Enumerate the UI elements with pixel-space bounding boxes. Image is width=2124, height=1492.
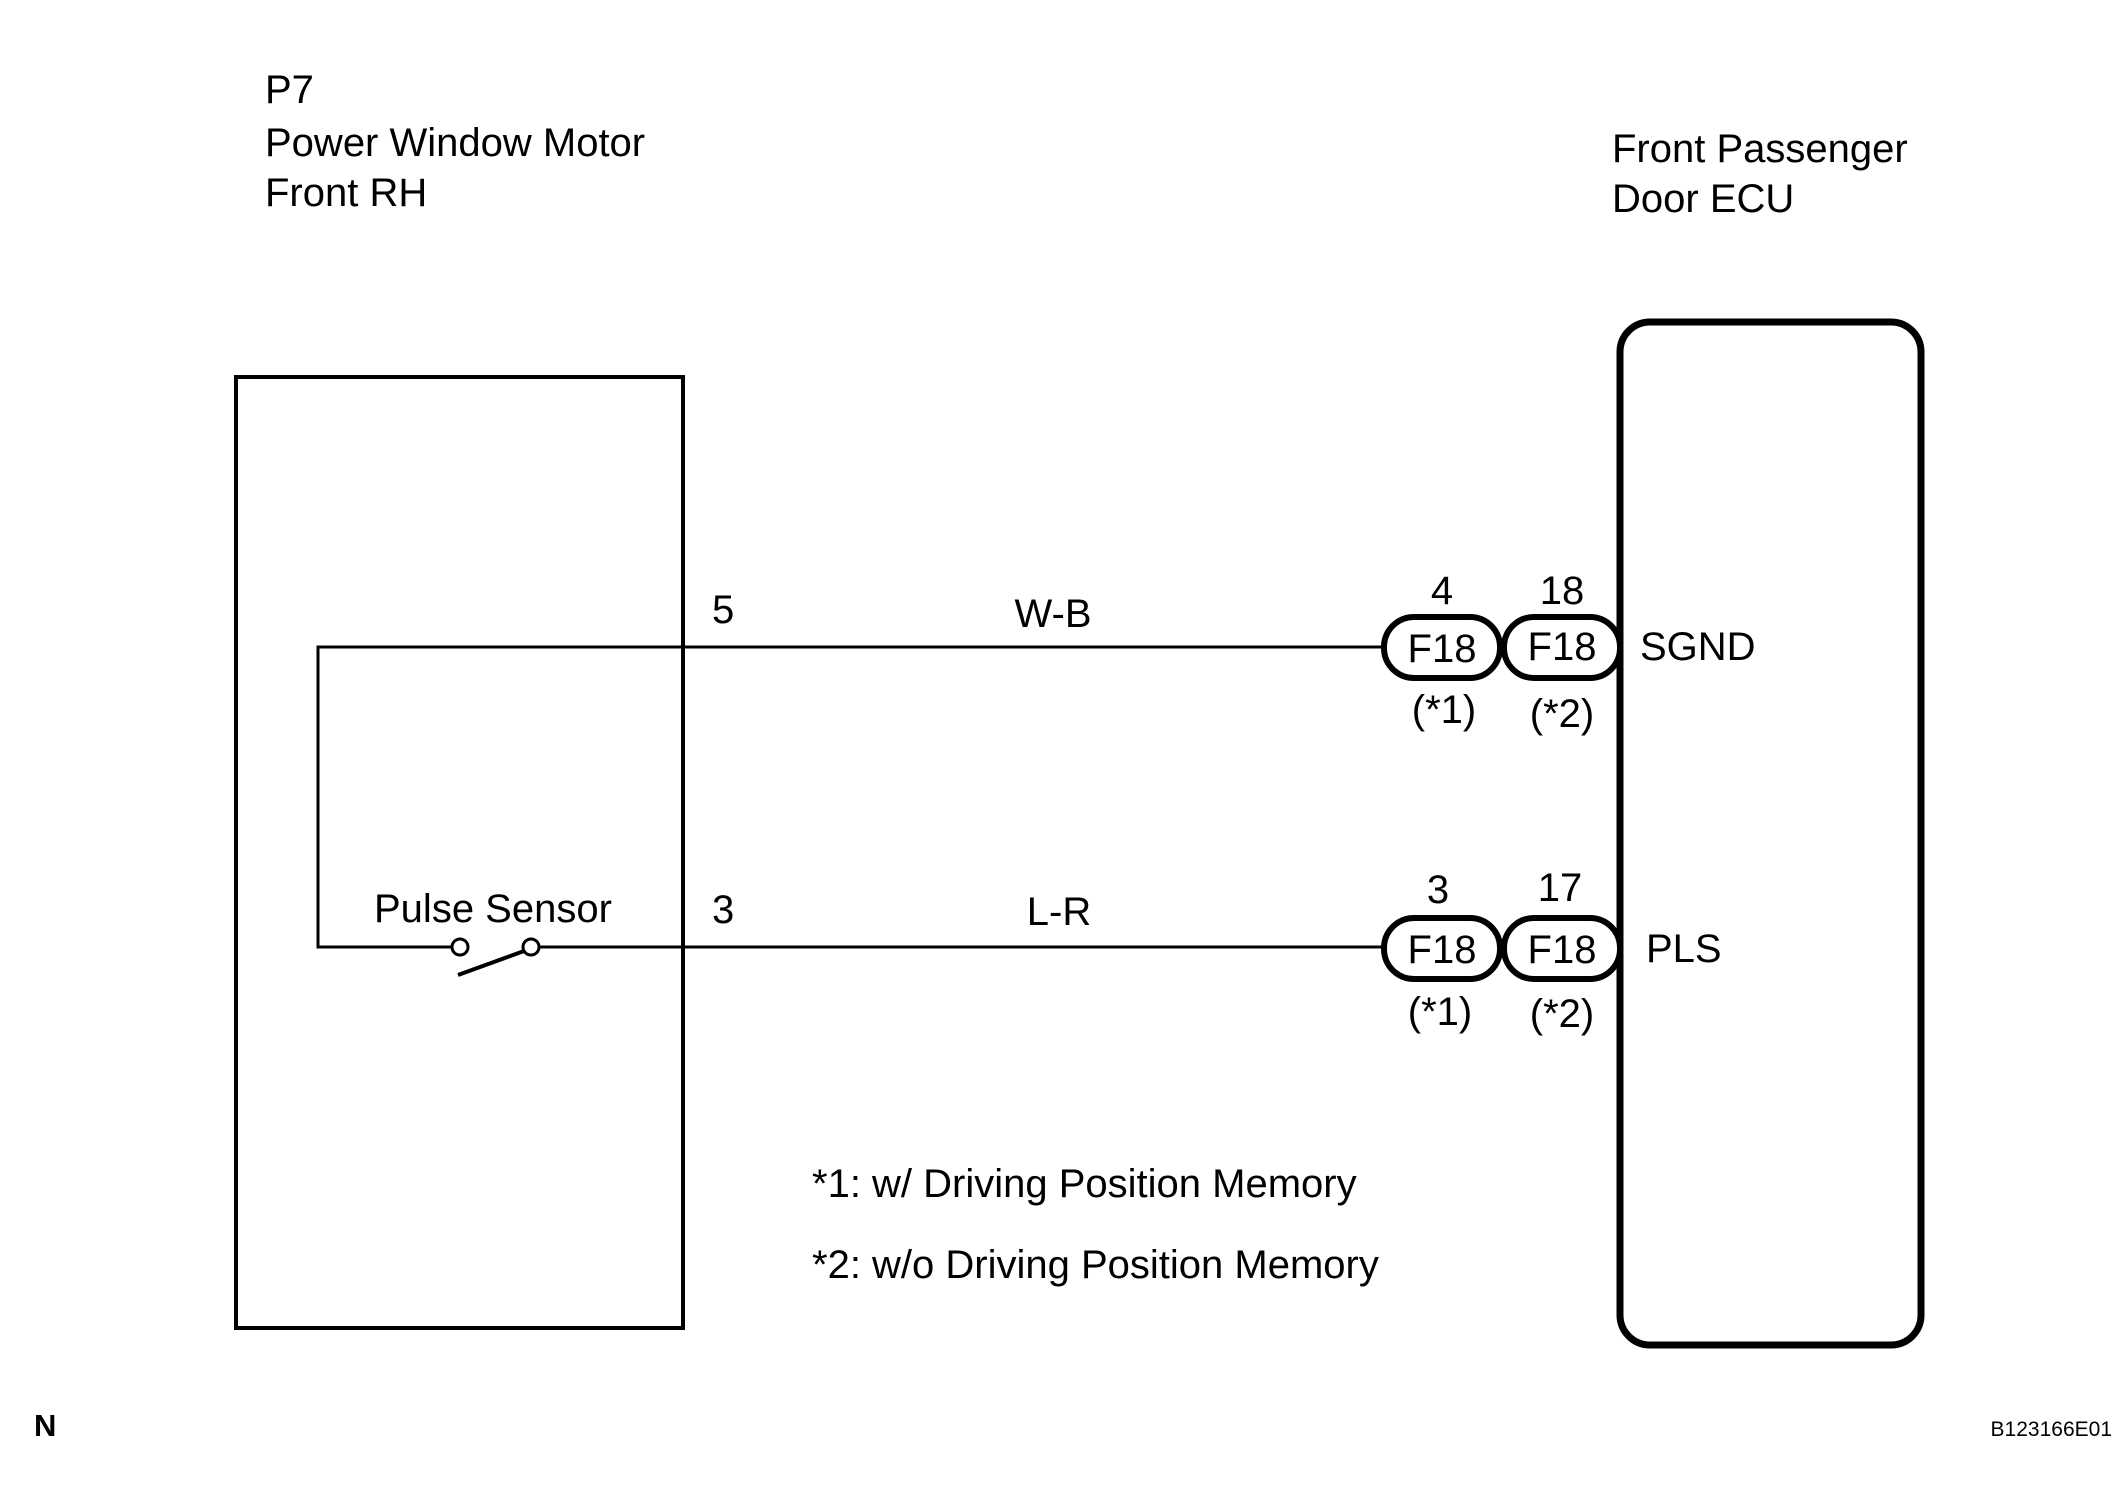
- connector-variant: (*1): [1412, 688, 1476, 732]
- pulse-sensor-switch-icon: [457, 949, 525, 977]
- ecu-name-line1: Front Passenger: [1612, 127, 1908, 171]
- ecu-terminal-sgnd: SGND: [1640, 625, 1756, 669]
- pulse-sensor-label: Pulse Sensor: [374, 887, 612, 931]
- connector-pin: 17: [1538, 866, 1583, 910]
- switch-contact-right: [521, 937, 541, 957]
- switch-contact-left: [450, 937, 470, 957]
- corner-mark: N: [34, 1408, 56, 1443]
- motor-side: Front RH: [265, 171, 427, 215]
- motor-box: [234, 375, 685, 1330]
- wire-color-l-r: L-R: [1027, 890, 1091, 934]
- connector-f18-d: [1501, 915, 1623, 982]
- motor-name: Power Window Motor: [265, 121, 645, 165]
- wire-color-w-b: W-B: [1014, 592, 1091, 636]
- motor-code: P7: [265, 68, 314, 112]
- connector-variant: (*2): [1530, 692, 1594, 736]
- ecu-box: [1616, 318, 1925, 1349]
- connector-pin: 18: [1540, 569, 1585, 613]
- motor-pin-3: 3: [712, 888, 734, 932]
- connector-variant: (*2): [1530, 992, 1594, 1036]
- ecu-terminal-pls: PLS: [1646, 927, 1722, 971]
- note-1: *1: w/ Driving Position Memory: [812, 1162, 1357, 1206]
- figure-id: B123166E01: [1991, 1418, 2112, 1441]
- note-2: *2: w/o Driving Position Memory: [812, 1243, 1379, 1287]
- internal-loop-wire: [316, 645, 683, 949]
- connector-f18-a: [1381, 614, 1503, 681]
- connector-name: F18: [1528, 928, 1597, 972]
- connector-f18-c: [1381, 915, 1503, 982]
- connector-name: F18: [1408, 627, 1477, 671]
- connector-pin: 4: [1431, 569, 1453, 613]
- motor-pin-5: 5: [712, 588, 734, 632]
- connector-f18-b: [1501, 614, 1623, 681]
- ecu-name-line2: Door ECU: [1612, 177, 1794, 221]
- connector-name: F18: [1408, 928, 1477, 972]
- connector-pin: 3: [1427, 868, 1449, 912]
- connector-name: F18: [1528, 625, 1597, 669]
- connector-variant: (*1): [1408, 990, 1472, 1034]
